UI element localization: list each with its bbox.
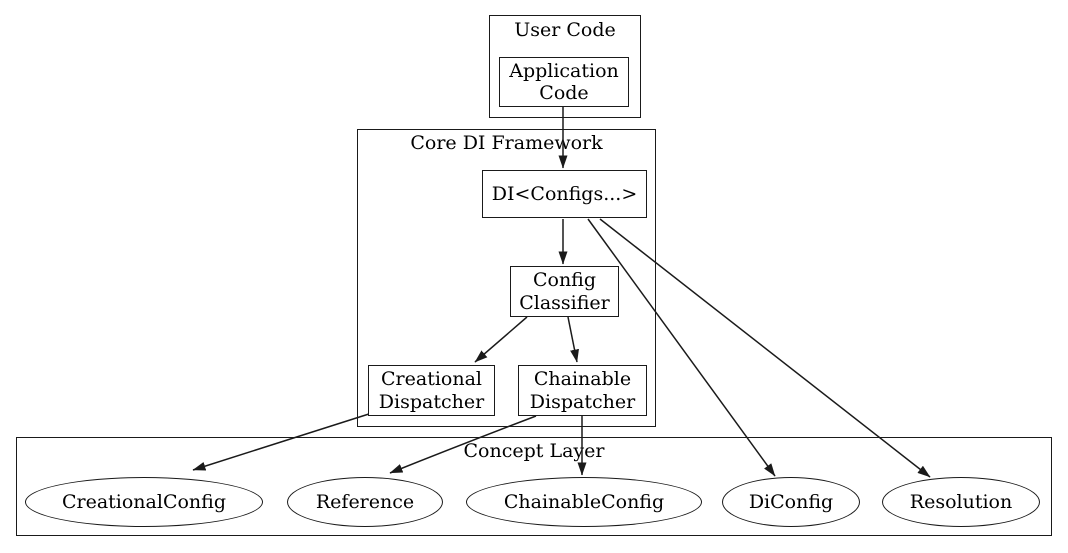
node-chainable-dispatcher-label: Chainable Dispatcher bbox=[529, 368, 636, 413]
edge-creational-dispatcher-to-creationalconfig bbox=[192, 412, 373, 471]
node-application-code: Application Code bbox=[499, 57, 629, 107]
edge-config-classifier-to-chainable-dispatcher bbox=[567, 316, 579, 363]
node-resolution-label: Resolution bbox=[909, 491, 1013, 513]
edge-chainable-dispatcher-to-reference bbox=[389, 415, 537, 474]
node-creational-dispatcher: Creational Dispatcher bbox=[368, 365, 495, 416]
node-creationalconfig: CreationalConfig bbox=[25, 477, 263, 527]
edge-di-to-resolution bbox=[599, 218, 931, 478]
node-diconfig-label: DiConfig bbox=[748, 491, 834, 513]
node-diconfig: DiConfig bbox=[722, 477, 860, 527]
node-config-classifier-label: Config Classifier bbox=[519, 269, 610, 314]
edge-di-to-diconfig bbox=[587, 218, 776, 477]
node-reference-label: Reference bbox=[315, 491, 415, 513]
node-di-configs: DI<Configs...> bbox=[482, 170, 647, 218]
node-resolution: Resolution bbox=[882, 477, 1040, 527]
node-di-configs-label: DI<Configs...> bbox=[491, 182, 638, 205]
node-chainableconfig-label: ChainableConfig bbox=[503, 491, 665, 513]
node-application-code-label: Application Code bbox=[509, 59, 619, 104]
edge-config-classifier-to-creational-dispatcher bbox=[474, 316, 528, 363]
node-creationalconfig-label: CreationalConfig bbox=[61, 491, 227, 513]
node-chainableconfig: ChainableConfig bbox=[466, 477, 702, 527]
node-reference: Reference bbox=[287, 477, 443, 527]
node-creational-dispatcher-label: Creational Dispatcher bbox=[378, 368, 485, 413]
node-config-classifier: Config Classifier bbox=[510, 266, 619, 317]
node-chainable-dispatcher: Chainable Dispatcher bbox=[518, 365, 647, 416]
